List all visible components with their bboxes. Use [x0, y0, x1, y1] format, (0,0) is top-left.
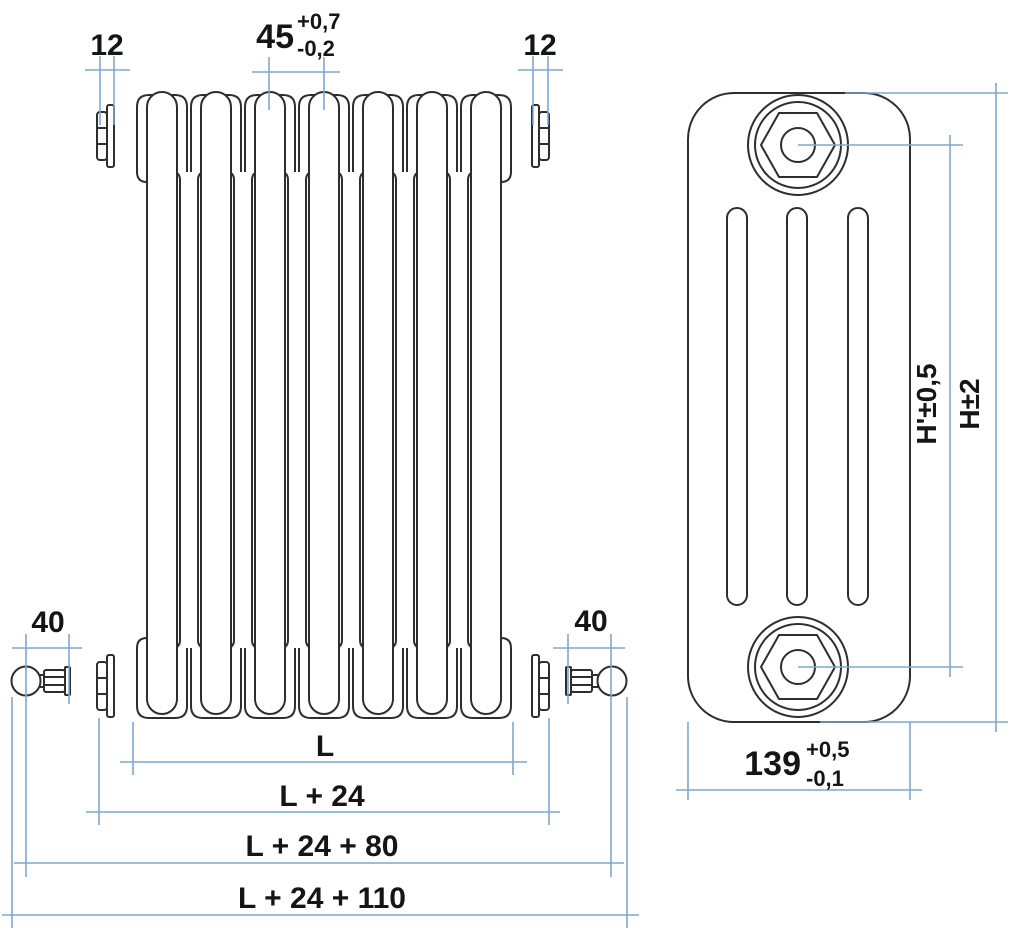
dim-label-L2480: L + 24 + 80: [246, 830, 399, 863]
flange-bottom-left: [96, 654, 115, 718]
front-view: [10, 91, 628, 719]
dimension-labels: 12 45 +0,7 -0,2 12 40 40 L L + 24 L + 24…: [31, 9, 985, 915]
dim-lines-plug-left: [85, 56, 130, 125]
dimension-lines: [2, 56, 1008, 928]
flange-top-right: [531, 104, 550, 168]
dim-label-depth-tol-plus: +0,5: [806, 737, 849, 762]
side-view: [687, 92, 911, 723]
dim-lines-L24: [86, 718, 560, 825]
dim-label-L24: L + 24: [279, 780, 365, 813]
dim-label-height-centers: H'±0,5: [911, 363, 942, 444]
dim-lines-height-overall: [820, 83, 1008, 732]
dim-label-L24110: L + 24 + 110: [238, 882, 406, 915]
body-edge-fillets: [136, 171, 512, 649]
dim-label-pitch-tol-minus: -0,2: [297, 36, 335, 61]
dim-label-depth: 139: [744, 745, 801, 783]
dim-lines-plug-right: [518, 56, 563, 125]
dim-lines-L: [120, 722, 527, 775]
dim-label-L: L: [316, 730, 334, 763]
flange-bottom-right: [531, 654, 550, 718]
side-slots: [726, 207, 869, 606]
dim-label-plug-right: 12: [523, 29, 556, 62]
dim-label-depth-tol-minus: -0,1: [806, 766, 844, 791]
dim-lines-depth: [676, 722, 922, 800]
dim-lines-height-centers: [798, 135, 963, 677]
dim-label-plug-left: 12: [90, 29, 123, 62]
dim-label-pitch-tol-plus: +0,7: [297, 9, 340, 34]
dim-lines-L24110: [2, 697, 639, 928]
dim-label-valve-right: 40: [574, 605, 607, 638]
dim-label-pitch: 45: [256, 18, 294, 56]
dim-lines-valve-left: [12, 634, 82, 877]
dim-lines-pitch: [252, 57, 340, 110]
dim-lines-valve-right: [553, 634, 625, 877]
dim-label-height-overall: H±2: [954, 378, 985, 429]
valve-left: [10, 665, 71, 697]
dim-label-valve-left: 40: [31, 606, 64, 639]
